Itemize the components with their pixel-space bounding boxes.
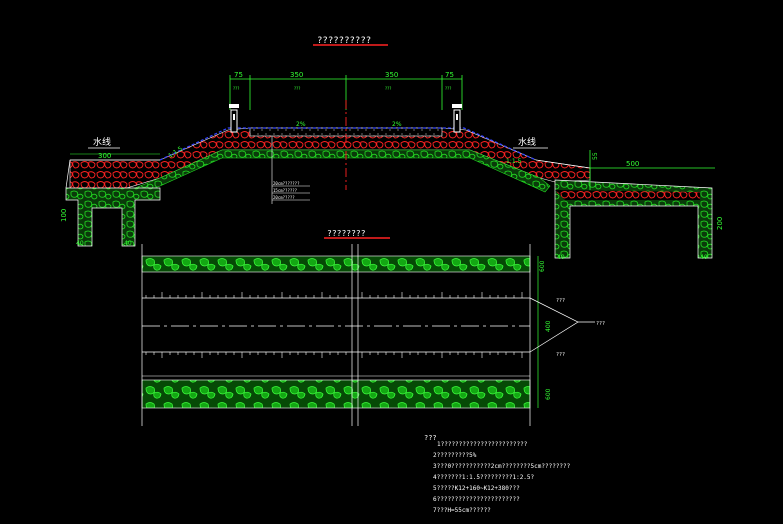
dim-top-3: 350 <box>385 71 398 79</box>
plan-callout-a: ??? <box>556 298 565 304</box>
lane-label-right: ??? <box>385 86 391 91</box>
ditch-bottom-right-b: 40 <box>700 254 708 261</box>
layer-1: 20cm??????? <box>273 181 300 186</box>
ditch-bottom-right-a: 40 <box>557 254 565 261</box>
dim-top-4: 75 <box>445 71 454 79</box>
ditch-right-height: 200 <box>716 217 724 230</box>
embankment-section <box>65 100 715 259</box>
note-line-4: 4???????1:1.5?????????1:2.5? <box>433 474 535 481</box>
note-line-2: 2?????????5% <box>433 452 477 459</box>
note-line-3: 3???0???????????2cm????????5cm???????? <box>433 463 571 470</box>
water-line-left: 水线 <box>93 136 111 148</box>
shoulder-label-right: ??? <box>445 86 451 91</box>
guard-post-right <box>452 104 462 133</box>
ditch-left-width: 300 <box>98 152 111 160</box>
notes-heading: ??? <box>424 434 437 442</box>
note-line-5: 5?????K12+160~K12+380??? <box>433 485 520 492</box>
dim-top-1: 75 <box>234 71 243 79</box>
crossfall-right: 2% <box>392 121 402 128</box>
note-line-6: 6??????????????????????? <box>433 496 520 503</box>
plan-callout-b: ??? <box>596 321 605 327</box>
note-line-7: 7???H=55cm?????? <box>433 507 491 514</box>
layer-2: 15cm?????? <box>273 188 298 193</box>
plan-view <box>141 244 595 426</box>
guard-post-left <box>229 104 239 133</box>
slope-label-right: 1:1.5 <box>506 158 522 165</box>
ditch-bottom-left-b: 40 <box>124 240 132 247</box>
ditch-left-height: 100 <box>60 209 68 222</box>
ditch-right-extra: 55 <box>592 152 599 160</box>
layer-3: 20cm????? <box>273 195 295 200</box>
dim-top-2: 350 <box>290 71 303 79</box>
drawing-title: ?????????? <box>317 36 371 46</box>
water-line-right: 水线 <box>518 136 536 148</box>
plan-dim-mid: 400 <box>545 320 552 332</box>
shoulder-label-left: ??? <box>233 86 239 91</box>
plan-dim-top: 600 <box>539 260 546 272</box>
plan-callout-c: ??? <box>556 352 565 358</box>
layer-legend <box>271 136 310 204</box>
ditch-bottom-left-a: 40 <box>76 240 84 247</box>
note-line-1: 1???????????????????????? <box>437 441 528 448</box>
ditch-right-width: 500 <box>626 160 639 168</box>
crossfall-left: 2% <box>296 121 306 128</box>
lane-label-left: ??? <box>294 86 300 91</box>
plan-dim-bot: 600 <box>545 388 552 400</box>
plan-title: ???????? <box>327 229 366 238</box>
